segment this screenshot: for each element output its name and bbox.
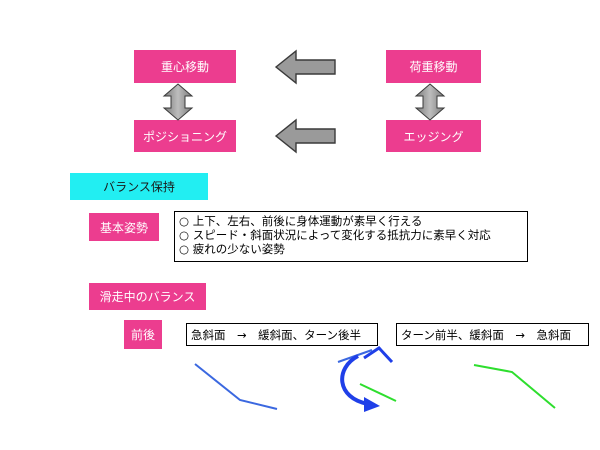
balance-keep-label: バランス保持	[70, 173, 208, 200]
basic-posture-item: ○ 疲れの少ない姿勢	[179, 242, 285, 256]
front-back-label: 前後	[124, 320, 162, 349]
gentle-to-steep-box: ターン前半、緩斜面 → 急斜面	[396, 323, 589, 346]
edging-box: エッジング	[386, 120, 481, 152]
basic-posture-item: ○ 上下、左右、前後に身体運動が素早く行える	[179, 214, 423, 228]
basic-posture-label: 基本姿勢	[89, 213, 159, 241]
basic-posture-item: ○ スピード・斜面状況によって変化する抵抗力に素早く対応	[179, 228, 491, 242]
blue-slope-line	[194, 363, 278, 410]
double-vertical-arrow-icon	[414, 83, 446, 121]
green-slope-line	[473, 364, 556, 409]
basic-posture-list: ○ 上下、左右、前後に身体運動が素早く行える ○ スピード・斜面状況によって変化…	[174, 211, 528, 262]
sliding-balance-label: 滑走中のバランス	[89, 283, 206, 310]
curved-turn-arrow-icon	[337, 346, 397, 412]
left-arrow-icon	[274, 49, 336, 85]
double-vertical-arrow-icon	[162, 83, 194, 121]
center-of-gravity-box: 重心移動	[134, 50, 236, 83]
positioning-box: ポジショニング	[134, 120, 236, 152]
left-arrow-icon	[274, 118, 336, 154]
steep-to-gentle-box: 急斜面 → 緩斜面、ターン後半	[186, 323, 378, 346]
load-shift-box: 荷重移動	[386, 50, 481, 83]
